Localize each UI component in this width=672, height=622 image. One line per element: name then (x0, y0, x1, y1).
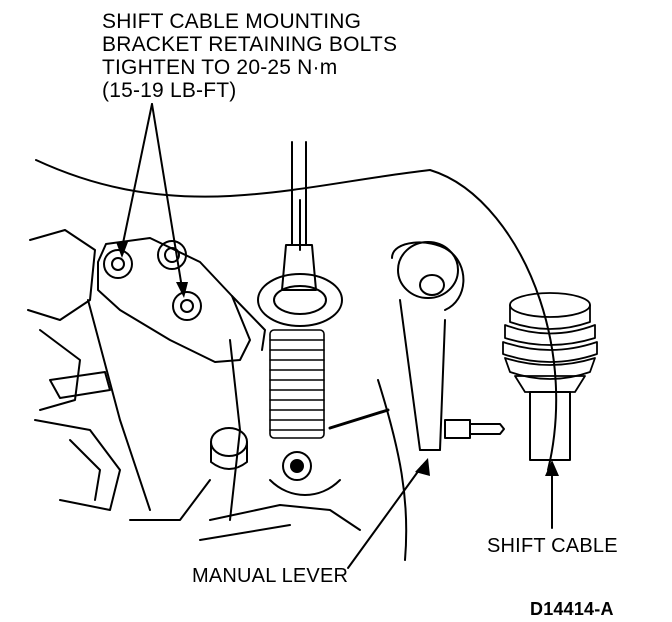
housing-boss (210, 427, 248, 470)
housing-right-edge (539, 299, 558, 471)
shift-cable-boot (502, 292, 598, 393)
callout-arrows (116, 103, 188, 298)
bracket-hole-upper (157, 240, 187, 270)
bracket-bolts-callout: SHIFT CABLE MOUNTING BRACKET RETAINING B… (102, 10, 397, 102)
manual-lever-label: MANUAL LEVER (192, 565, 349, 587)
manual-lever-arrow (328, 408, 430, 569)
callout-line-1: SHIFT CABLE MOUNTING (102, 10, 362, 33)
cable-end-fitting (444, 419, 505, 439)
callout-line-3: TIGHTEN TO 20-25 N·m (102, 56, 338, 79)
cable-bushing (257, 273, 343, 327)
bracket-bolt-right (172, 291, 202, 321)
callout-line-2: BRACKET RETAINING BOLTS (102, 33, 398, 56)
bracket-bolt-left (103, 249, 133, 279)
cable-spring (269, 329, 325, 439)
left-mechanism (27, 229, 211, 521)
manual-lever-linkage (199, 451, 361, 541)
shift-cable-tube (529, 391, 571, 461)
shift-cable-arrow (545, 460, 559, 529)
right-bracket-arm (391, 241, 465, 451)
shift-cable-label: SHIFT CABLE (487, 535, 618, 557)
figure-code-label: D14414-A (530, 599, 614, 619)
callout-circle-arc (377, 379, 408, 561)
housing-outline (35, 159, 541, 301)
callout-line-4: (15-19 LB-FT) (102, 79, 237, 102)
